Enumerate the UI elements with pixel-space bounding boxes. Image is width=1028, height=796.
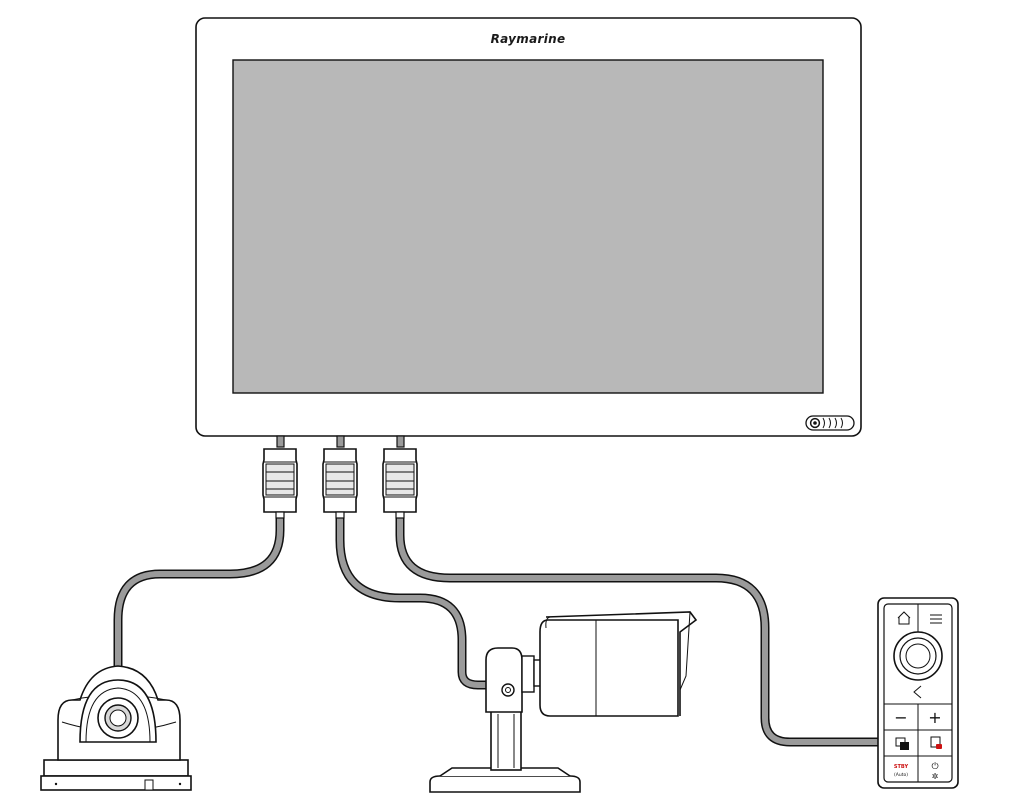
zoom-out-button[interactable]: − [894,708,907,727]
connectors [262,435,418,519]
switch-app-button[interactable] [895,737,909,750]
multifunction-display: Raymarine [195,17,862,437]
cable-remote-keypad [395,512,882,747]
brightness-icon: ✲ [932,772,939,781]
zoom-in-button[interactable]: + [928,708,941,727]
auto-label: (Auto) [894,772,908,778]
remote-keypad-icon: − + STBY (Auto) ⏻ ✲ [877,597,959,789]
cables [113,512,882,747]
brand-logo: Raymarine [491,32,566,46]
back-button[interactable] [913,685,922,699]
connector-2 [322,435,358,519]
bullet-camera-icon [429,611,698,793]
standby-label[interactable]: STBY [894,764,909,770]
pilot-button[interactable] [930,736,942,749]
cable-dome-camera [113,512,285,672]
connector-1 [262,435,298,519]
power-icon[interactable]: ⏻ [931,761,938,772]
home-button[interactable] [897,611,911,625]
cable-bullet-camera [335,512,496,690]
menu-button[interactable] [930,614,942,624]
dome-camera-icon [40,665,192,791]
connector-3 [382,435,418,519]
rotary-knob[interactable] [893,631,943,681]
power-button[interactable] [805,415,855,431]
display-screen [232,59,824,394]
